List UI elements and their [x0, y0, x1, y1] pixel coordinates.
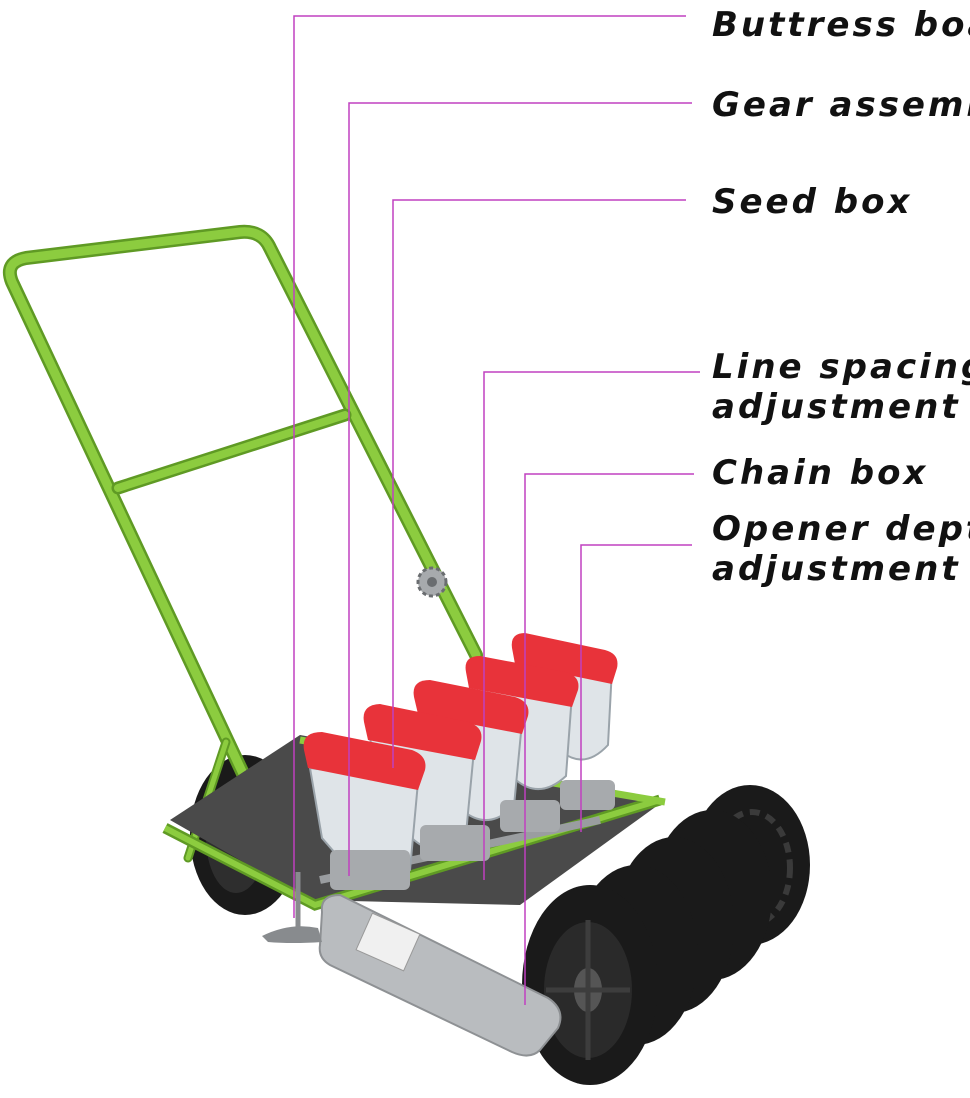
leader-gear: [348, 102, 692, 876]
chain-box-plate: [318, 893, 562, 1057]
leader-buttress: [293, 15, 686, 918]
callout-line-spacing: Line spacing adjustment screw: [712, 347, 970, 427]
callout-labels: Buttress board Gear assembly Seed box Li…: [712, 5, 970, 589]
callout-buttress-board: Buttress board: [712, 5, 970, 45]
leader-seedbox: [392, 199, 686, 768]
callout-chain-box: Chain box: [712, 453, 928, 493]
front-wheels: [522, 785, 810, 1085]
callout-gear-assembly: Gear assembly: [712, 85, 970, 125]
seeder-illustration: [2, 224, 810, 1085]
buttress-foot: [262, 872, 322, 943]
callout-opener-depth: Opener depth adjustment: [712, 509, 970, 589]
leader-spacing: [483, 371, 700, 880]
handle-gear: [416, 566, 448, 598]
leader-opener: [580, 544, 692, 832]
callout-seed-box: Seed box: [712, 182, 912, 222]
leader-chain: [524, 473, 694, 1005]
leader-lines: [293, 15, 700, 1005]
